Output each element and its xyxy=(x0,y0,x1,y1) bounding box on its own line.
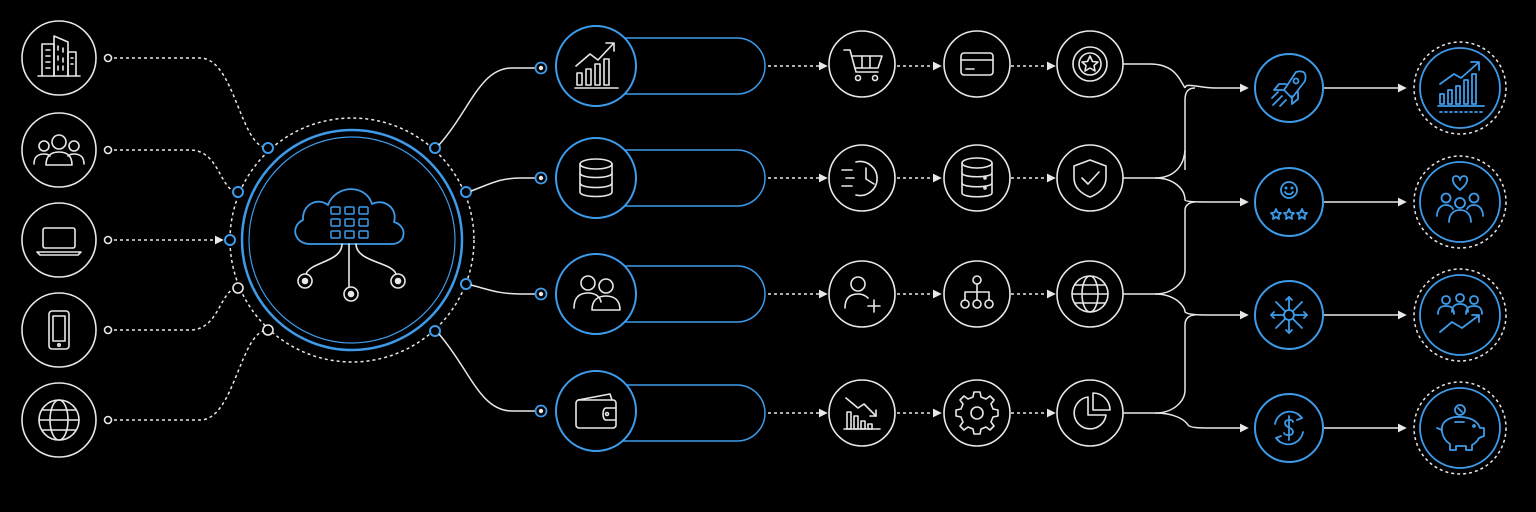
globe-icon xyxy=(1071,275,1109,313)
result-rocket xyxy=(1254,53,1324,123)
growth-chart-icon xyxy=(1437,61,1485,113)
satisfaction-rating-icon xyxy=(1270,181,1308,220)
source-globe xyxy=(21,382,97,458)
distribution-icon xyxy=(1270,296,1308,334)
community-love-icon xyxy=(1436,175,1484,223)
building-icon xyxy=(37,35,81,77)
star-badge-icon xyxy=(1072,46,1108,82)
globe-icon xyxy=(38,399,80,441)
step-add-user xyxy=(828,260,896,328)
step-declining-chart xyxy=(828,379,896,447)
source-connectors xyxy=(103,53,269,425)
branch-team xyxy=(555,253,766,335)
step-connectors xyxy=(768,61,1056,418)
branch-growth xyxy=(555,25,766,107)
step-server xyxy=(943,144,1011,212)
shield-check-icon xyxy=(1073,159,1107,198)
step-pie-chart xyxy=(1056,379,1124,447)
source-laptop xyxy=(21,202,97,278)
step-shopping-cart xyxy=(828,30,896,98)
add-user-icon xyxy=(844,276,881,313)
server-icon xyxy=(961,157,993,198)
result-distribution xyxy=(1254,280,1324,350)
team-growth-icon xyxy=(1437,293,1483,333)
branch-database xyxy=(555,137,766,219)
hierarchy-icon xyxy=(960,275,994,309)
step-star-badge xyxy=(1056,30,1124,98)
step-hierarchy xyxy=(943,260,1011,328)
team-icon xyxy=(573,275,621,311)
step-shield-check xyxy=(1056,144,1124,212)
gear-icon xyxy=(955,391,999,435)
result-satisfaction xyxy=(1254,167,1324,237)
shopping-cart-icon xyxy=(843,49,883,82)
money-cycle-icon xyxy=(1274,410,1304,446)
central-hub xyxy=(224,117,475,363)
smartphone-icon xyxy=(48,310,70,350)
outcome-savings xyxy=(1413,381,1507,475)
cloud-grid-icon xyxy=(294,188,406,302)
rocket-icon xyxy=(1271,70,1307,107)
source-building xyxy=(21,20,97,96)
growth-chart-icon xyxy=(574,42,619,89)
declining-chart-icon xyxy=(843,397,881,430)
fast-clock-icon xyxy=(841,160,878,197)
source-smartphone xyxy=(21,292,97,368)
step-credit-card xyxy=(943,30,1011,98)
source-users xyxy=(21,112,97,188)
outcome-community xyxy=(1413,155,1507,249)
branch-wallet xyxy=(555,370,766,452)
step-gear xyxy=(943,379,1011,447)
step-globe xyxy=(1056,260,1124,328)
laptop-icon xyxy=(36,227,82,256)
piggy-bank-icon xyxy=(1436,404,1485,451)
result-connectors xyxy=(1123,63,1407,433)
branch-connectors xyxy=(438,61,548,418)
result-money-cycle xyxy=(1254,393,1324,463)
credit-card-icon xyxy=(960,52,994,76)
users-group-icon xyxy=(33,134,85,166)
wallet-icon xyxy=(575,393,617,429)
step-fast-clock xyxy=(828,144,896,212)
outcome-team-growth xyxy=(1413,268,1507,362)
pie-chart-icon xyxy=(1073,392,1111,430)
database-icon xyxy=(579,158,613,198)
outcome-growth xyxy=(1413,41,1507,135)
